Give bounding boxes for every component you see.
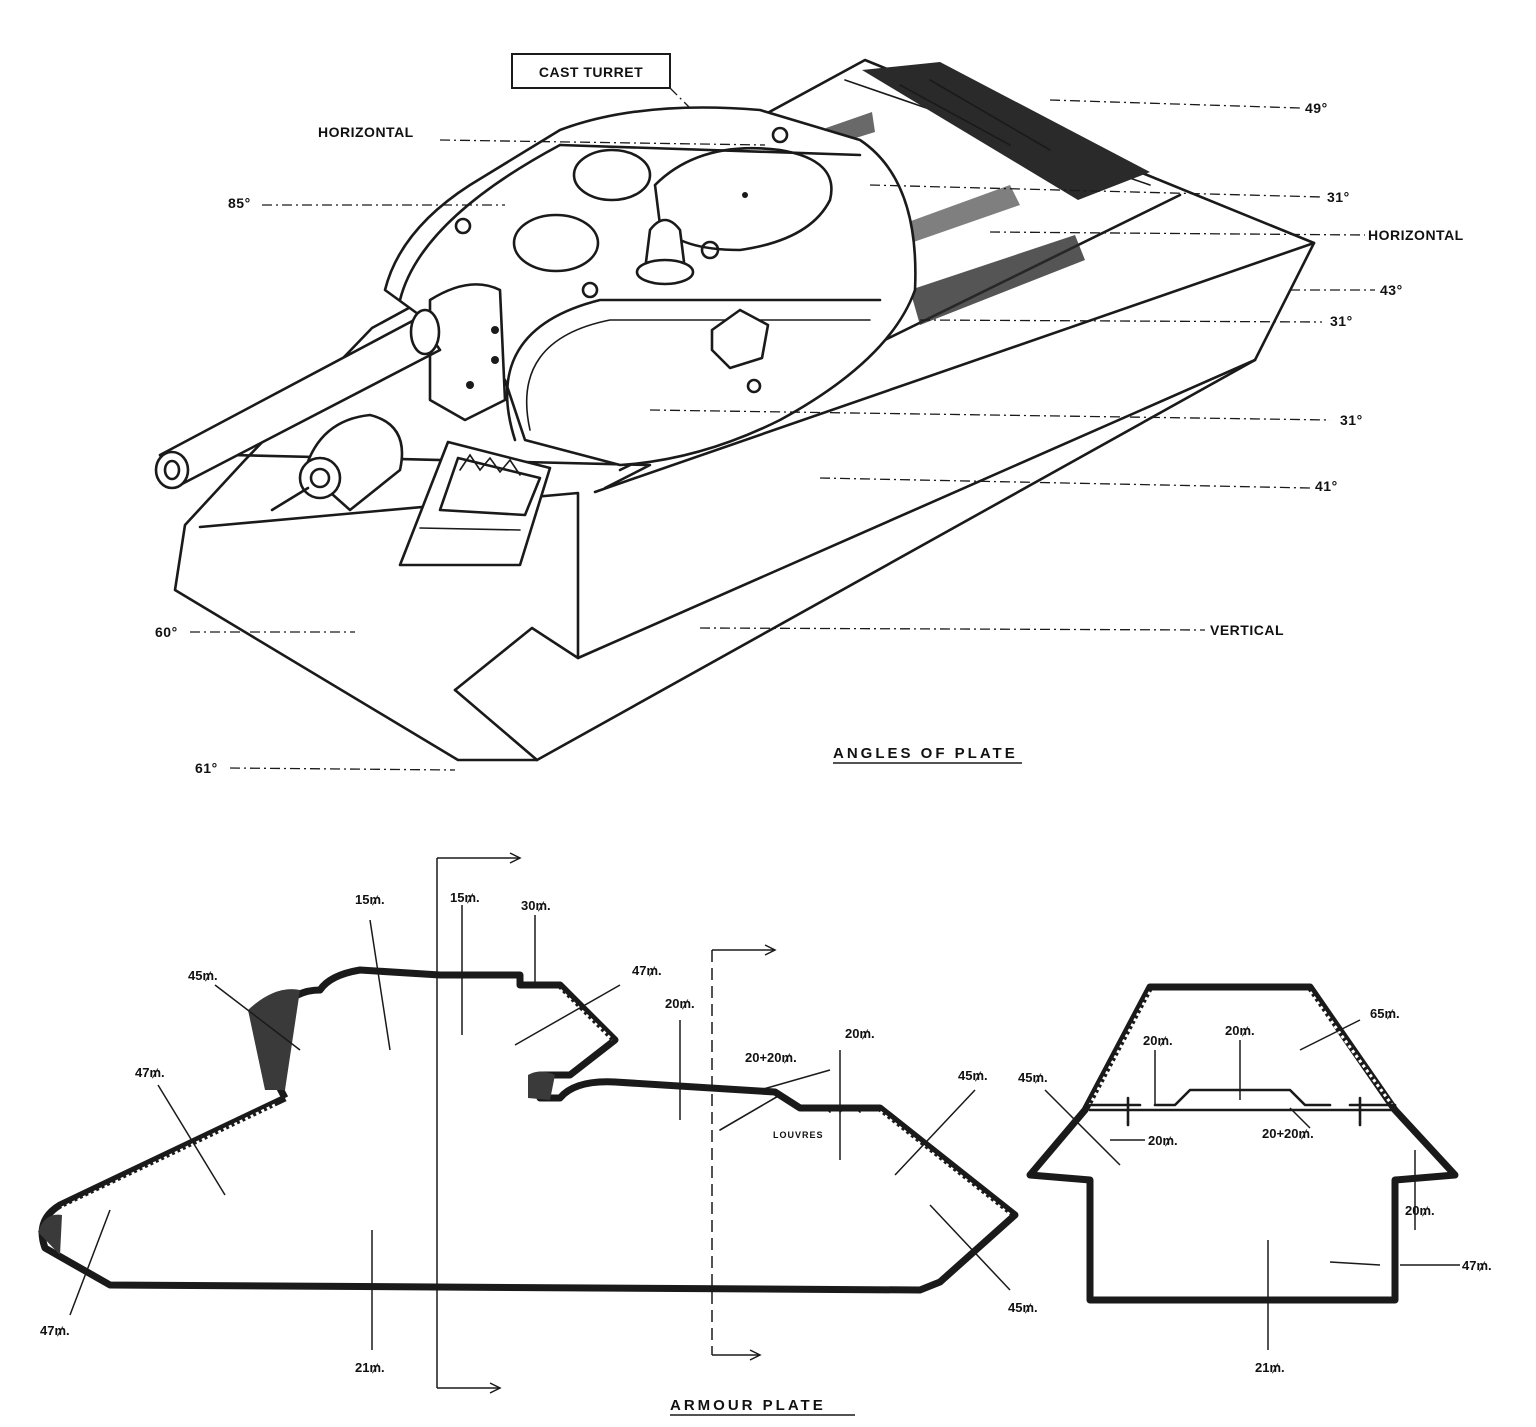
label-31-mid: 31°	[1330, 313, 1353, 329]
label-43: 43°	[1380, 282, 1403, 298]
label-15-b: 15₥.	[450, 890, 480, 905]
label-47-nose: 47₥.	[40, 1323, 70, 1338]
label-vertical: VERTICAL	[1210, 622, 1284, 638]
periscope-icon	[643, 218, 687, 272]
tank-isometric-view: CAST TURRET HORIZONTAL 85° 49° 31° HORIZ…	[154, 53, 1464, 776]
label-20-20-cross: 20+20₥.	[1262, 1126, 1314, 1141]
label-61: 61°	[195, 760, 218, 776]
driver-hatch	[398, 440, 552, 567]
label-20-deck: 20₥.	[665, 996, 695, 1011]
vision-block-icon	[710, 308, 770, 370]
label-60: 60°	[155, 624, 178, 640]
label-47-upper: 47₥.	[632, 963, 662, 978]
angles-of-plate-caption: ANGLES OF PLATE	[833, 745, 1018, 762]
label-20-left: 20₥.	[1143, 1033, 1173, 1048]
angle-leader-lines	[190, 87, 1375, 771]
muzzle-icon	[154, 450, 190, 490]
label-65: 65₥.	[1370, 1006, 1400, 1021]
label-45-cross: 45₥.	[1018, 1070, 1048, 1085]
main-hatch-icon	[653, 146, 833, 252]
bow-machine-gun	[270, 413, 404, 512]
label-20-bolt: 20₥.	[1148, 1133, 1178, 1148]
engine-deck-grille	[826, 62, 1150, 325]
label-47-cross: 47₥.	[1462, 1258, 1492, 1273]
cast-turret	[383, 106, 917, 467]
label-horizontal-right: HORIZONTAL	[1368, 227, 1464, 243]
gun-mantlet	[428, 283, 507, 422]
label-85: 85°	[228, 195, 251, 211]
cast-turret-label: CAST TURRET	[539, 64, 643, 80]
label-45-rear-low: 45₥.	[1008, 1300, 1038, 1315]
cast-turret-label-box	[511, 53, 671, 89]
cross-section: 65₥. 20₥. 20₥. 45₥. 20₥. 20+20₥. 20₥. 47…	[1018, 983, 1492, 1375]
label-louvres: LOUVRES	[773, 1130, 824, 1140]
label-20-vent: 20₥.	[845, 1026, 875, 1041]
armour-sections: 15₥. 15₥. 30₥. 45₥. 47₥. 47₥. 20₥. 20+20…	[38, 852, 1492, 1416]
main-gun	[154, 283, 507, 490]
periscope-hatch-icon	[572, 148, 652, 202]
label-21-belly: 21₥.	[355, 1360, 385, 1375]
label-20-20-side: 20+20₥.	[745, 1050, 797, 1065]
label-15-a: 15₥.	[355, 892, 385, 907]
label-49: 49°	[1305, 100, 1328, 116]
label-30: 30₥.	[521, 898, 551, 913]
label-horizontal-turret: HORIZONTAL	[318, 124, 414, 140]
label-20-center: 20₥.	[1225, 1023, 1255, 1038]
armour-plate-caption: ARMOUR PLATE	[670, 1397, 826, 1414]
label-20-side: 20₥.	[1405, 1203, 1435, 1218]
commander-hatch-icon	[512, 213, 600, 273]
label-41: 41°	[1315, 478, 1338, 494]
label-45-rear-top: 45₥.	[958, 1068, 988, 1083]
label-45-turret: 45₥.	[188, 968, 218, 983]
label-47-glacis: 47₥.	[135, 1065, 165, 1080]
label-21-cross: 21₥.	[1255, 1360, 1285, 1375]
label-31-top: 31°	[1327, 189, 1350, 205]
side-section: 15₥. 15₥. 30₥. 45₥. 47₥. 47₥. 20₥. 20+20…	[38, 852, 1038, 1416]
label-31-low: 31°	[1340, 412, 1363, 428]
